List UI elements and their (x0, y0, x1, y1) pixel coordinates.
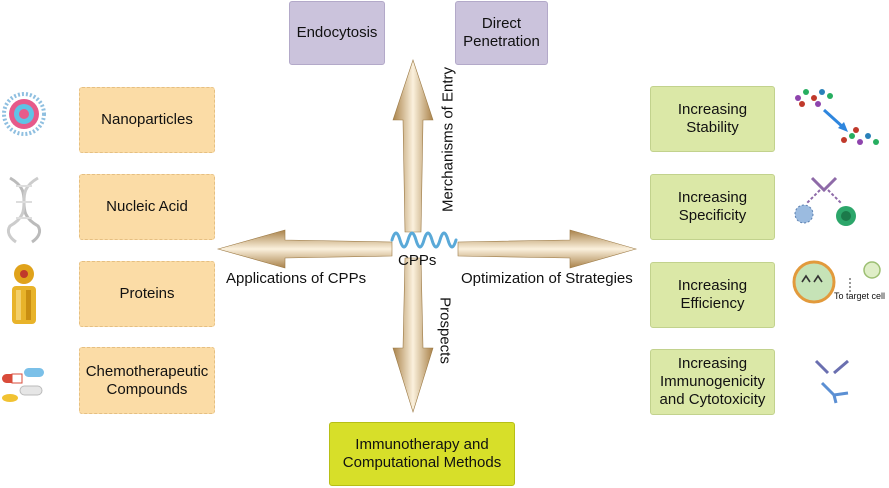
specificity-icon (794, 176, 856, 226)
arrow-label-left: Applications of CPPs (226, 270, 367, 287)
application-box-chemotherapeutic: Chemotherapeutic Compounds (79, 347, 215, 414)
stability-icon (795, 89, 879, 145)
mechanism-box-direct-penetration: Direct Penetration (455, 1, 548, 65)
antibody-icon (814, 359, 849, 404)
dna-icon (6, 176, 42, 244)
application-box-nucleic-acid: Nucleic Acid (79, 174, 215, 240)
cpp-squiggle-icon (390, 231, 458, 249)
center-label: CPPs (398, 252, 437, 269)
prospect-label: Immunotherapy and Computational Methods (342, 436, 502, 471)
pills-icon (2, 368, 44, 402)
arrow-label-down: Prospects (436, 297, 454, 364)
optimization-box-stability: Increasing Stability (650, 86, 775, 152)
mechanism-label: Endocytosis (296, 24, 378, 41)
application-label: Chemotherapeutic Compounds (85, 362, 209, 398)
arrow-label-right: Optimization of Strategies (461, 270, 633, 287)
optimization-label: Increasing Efficiency (677, 277, 748, 312)
optimization-label: Increasing Specificity (677, 189, 748, 224)
arrow-label-up: Merchanisms of Entry (439, 66, 457, 213)
optimization-label: Increasing Immunogenicity and Cytotoxici… (659, 355, 766, 408)
prospect-box: Immunotherapy and Computational Methods (329, 422, 515, 486)
mechanism-box-endocytosis: Endocytosis (289, 1, 385, 65)
efficiency-icon (792, 260, 881, 304)
application-label: Proteins (119, 285, 175, 302)
nanoparticle-icon (2, 92, 46, 136)
optimization-box-immunogenicity: Increasing Immunogenicity and Cytotoxici… (650, 349, 775, 415)
arrow-down (392, 257, 434, 414)
arrow-left (216, 229, 393, 269)
optimization-label: Increasing Stability (677, 101, 748, 136)
application-label: Nucleic Acid (106, 198, 188, 215)
arrow-right (457, 229, 638, 269)
application-label: Nanoparticles (101, 111, 193, 128)
optimization-box-specificity: Increasing Specificity (650, 174, 775, 240)
arrow-up (392, 59, 434, 233)
application-box-proteins: Proteins (79, 261, 215, 327)
target-cell-label: To target cell (834, 291, 886, 301)
mechanism-label: Direct Penetration (463, 15, 540, 50)
optimization-box-efficiency: Increasing Efficiency (650, 262, 775, 328)
protein-icon (12, 264, 36, 324)
application-box-nanoparticles: Nanoparticles (79, 87, 215, 153)
